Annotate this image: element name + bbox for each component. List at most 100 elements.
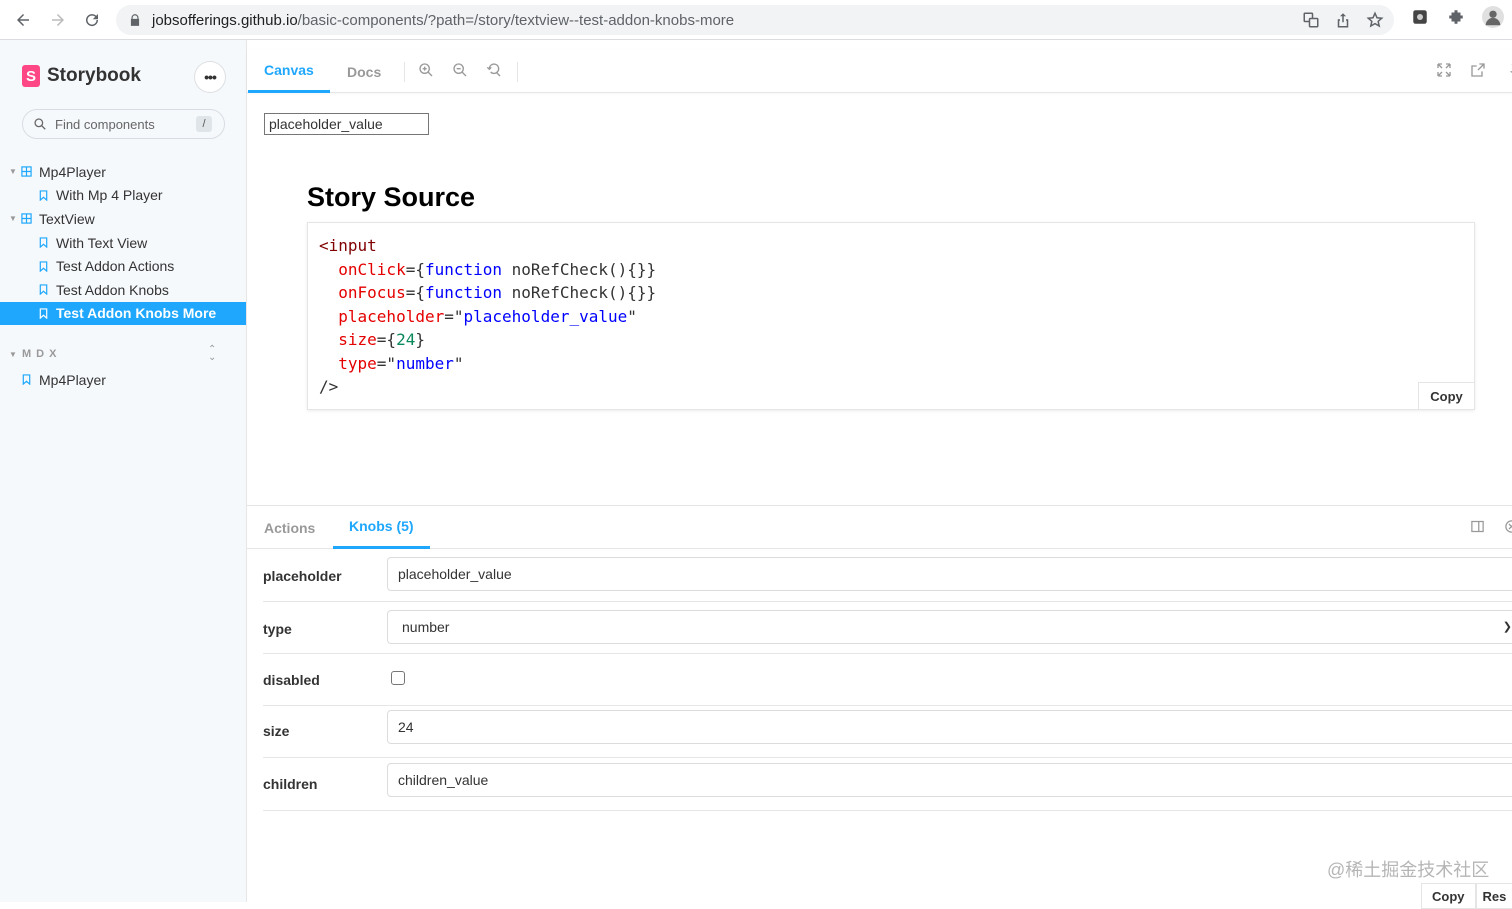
knob-label: placeholder xyxy=(263,568,342,584)
menu-button[interactable]: ••• xyxy=(195,62,225,92)
tree-item-label: TextView xyxy=(39,211,95,227)
tab-docs[interactable]: Docs xyxy=(331,50,397,93)
code-string: number xyxy=(396,354,454,373)
component-icon xyxy=(21,166,33,178)
address-bar[interactable]: jobsofferings.github.io/basic-components… xyxy=(116,5,1394,35)
code-attr: onFocus xyxy=(338,283,405,302)
addon-tabs: Actions Knobs (5) xyxy=(247,506,1512,549)
close-panel-icon[interactable] xyxy=(1504,519,1512,535)
code-attr: onClick xyxy=(338,260,405,279)
forward-button[interactable] xyxy=(41,3,75,37)
code-fn-body: noRefCheck(){}} xyxy=(502,260,656,279)
panel-orientation-icon[interactable] xyxy=(1470,519,1486,535)
open-new-tab-icon[interactable] xyxy=(1470,62,1488,80)
knob-label: disabled xyxy=(263,672,320,688)
code-attr: size xyxy=(338,330,377,349)
source-code: <input onClick={function noRefCheck(){}}… xyxy=(319,234,656,399)
bookmark-icon xyxy=(38,307,50,319)
tree-item-with-text-view[interactable]: With Text View xyxy=(0,231,246,255)
lock-icon xyxy=(128,13,142,27)
tab-actions[interactable]: Actions xyxy=(248,506,331,549)
tree-item-label: Test Addon Knobs More xyxy=(56,305,216,321)
story-canvas: Story Source <input onClick={function no… xyxy=(247,94,1512,504)
url-path: /basic-components/?path=/story/textview-… xyxy=(298,12,734,29)
sidebar: S Storybook ••• / ▼ Mp4Player With Mp 4 … xyxy=(0,40,246,902)
story-source-title: Story Source xyxy=(307,182,475,213)
mdx-section-label: MDX xyxy=(22,348,61,360)
tree-item-label: Mp4Player xyxy=(39,164,106,180)
preview-toolbar: Canvas Docs xyxy=(247,50,1512,93)
url-host: jobsofferings.github.io xyxy=(152,12,298,29)
bookmark-icon xyxy=(38,237,50,249)
code-fn-body: noRefCheck(){}} xyxy=(502,283,656,302)
translate-icon[interactable] xyxy=(1302,11,1320,29)
reset-knobs-button[interactable]: Res xyxy=(1476,883,1512,909)
knob-size-field[interactable] xyxy=(387,710,1512,744)
brand-name: Storybook xyxy=(47,65,141,87)
reload-button[interactable] xyxy=(75,3,109,37)
tree-item-mp4player[interactable]: ▼ Mp4Player xyxy=(0,160,246,184)
tree-item-test-addon-actions[interactable]: Test Addon Actions xyxy=(0,254,246,278)
addon-panel: Actions Knobs (5) placeholder type numbe… xyxy=(247,505,1512,902)
code-keyword: function xyxy=(425,283,502,302)
bookmark-icon xyxy=(38,189,50,201)
knob-row-type: type number ❯ xyxy=(263,602,1512,654)
copy-knobs-button[interactable]: Copy xyxy=(1421,883,1476,909)
browser-toolbar: jobsofferings.github.io/basic-components… xyxy=(0,0,1512,40)
knob-label: size xyxy=(263,723,289,739)
search-input[interactable] xyxy=(55,117,185,132)
share-icon[interactable] xyxy=(1334,11,1352,29)
tree-item-label: Test Addon Actions xyxy=(56,258,174,274)
tree-item-test-addon-knobs-more[interactable]: Test Addon Knobs More xyxy=(0,302,246,326)
caret-down-icon: ▼ xyxy=(9,350,17,359)
caret-down-icon: ▼ xyxy=(9,167,17,176)
profile-avatar-icon[interactable] xyxy=(1482,6,1504,28)
expand-collapse-icon[interactable]: ⌃⌄ xyxy=(208,346,216,362)
knob-type-select[interactable]: number ❯ xyxy=(387,610,1512,644)
code-keyword: function xyxy=(425,260,502,279)
zoom-in-icon[interactable] xyxy=(418,62,436,80)
search-shortcut-key: / xyxy=(196,116,212,132)
tree-item-textview[interactable]: ▼ TextView xyxy=(0,207,246,231)
puzzle-icon[interactable] xyxy=(1446,7,1466,27)
knob-disabled-checkbox[interactable] xyxy=(391,671,405,685)
code-string: placeholder_value xyxy=(464,307,628,326)
watermark-text: @稀土掘金技术社区 xyxy=(1327,856,1489,882)
back-button[interactable] xyxy=(6,3,40,37)
panel-footer: Copy Res xyxy=(1421,883,1512,909)
mdx-section-header[interactable]: ▼ MDX ⌃⌄ xyxy=(0,342,246,366)
tree-item-label: With Text View xyxy=(56,235,147,251)
knob-children-field[interactable] xyxy=(387,763,1512,797)
extension-icon[interactable] xyxy=(1410,7,1430,27)
knob-label: type xyxy=(263,621,292,637)
component-icon xyxy=(21,213,33,225)
select-value: number xyxy=(402,619,449,635)
copy-link-icon[interactable] xyxy=(1504,62,1512,80)
tree-item-label: Mp4Player xyxy=(39,372,106,388)
tab-knobs[interactable]: Knobs (5) xyxy=(333,506,430,549)
omnibox-actions xyxy=(1302,5,1384,35)
tree-item-test-addon-knobs[interactable]: Test Addon Knobs xyxy=(0,278,246,302)
star-icon[interactable] xyxy=(1366,11,1384,29)
fullscreen-icon[interactable] xyxy=(1436,62,1454,80)
main-area: Canvas Docs Story Source <input onClick=… xyxy=(246,40,1512,902)
code-tag-close: /> xyxy=(319,377,338,396)
zoom-out-icon[interactable] xyxy=(452,62,470,80)
reload-icon xyxy=(83,11,101,29)
tree-item-mdx-mp4player[interactable]: Mp4Player xyxy=(0,368,246,392)
zoom-reset-icon[interactable] xyxy=(486,62,504,80)
brand[interactable]: S Storybook xyxy=(22,65,141,87)
copy-code-button[interactable]: Copy xyxy=(1418,382,1475,410)
ellipsis-icon: ••• xyxy=(204,69,216,85)
caret-down-icon: ▼ xyxy=(9,214,17,223)
search-box[interactable]: / xyxy=(22,109,225,139)
code-tag-open: <input xyxy=(319,236,377,255)
knob-placeholder-field[interactable] xyxy=(387,557,1512,591)
tab-canvas[interactable]: Canvas xyxy=(248,50,330,93)
toolbar-divider xyxy=(404,62,405,82)
tree-item-with-mp4-player[interactable]: With Mp 4 Player xyxy=(0,184,246,208)
knob-label: children xyxy=(263,776,317,792)
arrow-left-icon xyxy=(14,11,32,29)
preview-text-input[interactable] xyxy=(264,113,429,135)
knob-row-children: children xyxy=(263,758,1512,811)
